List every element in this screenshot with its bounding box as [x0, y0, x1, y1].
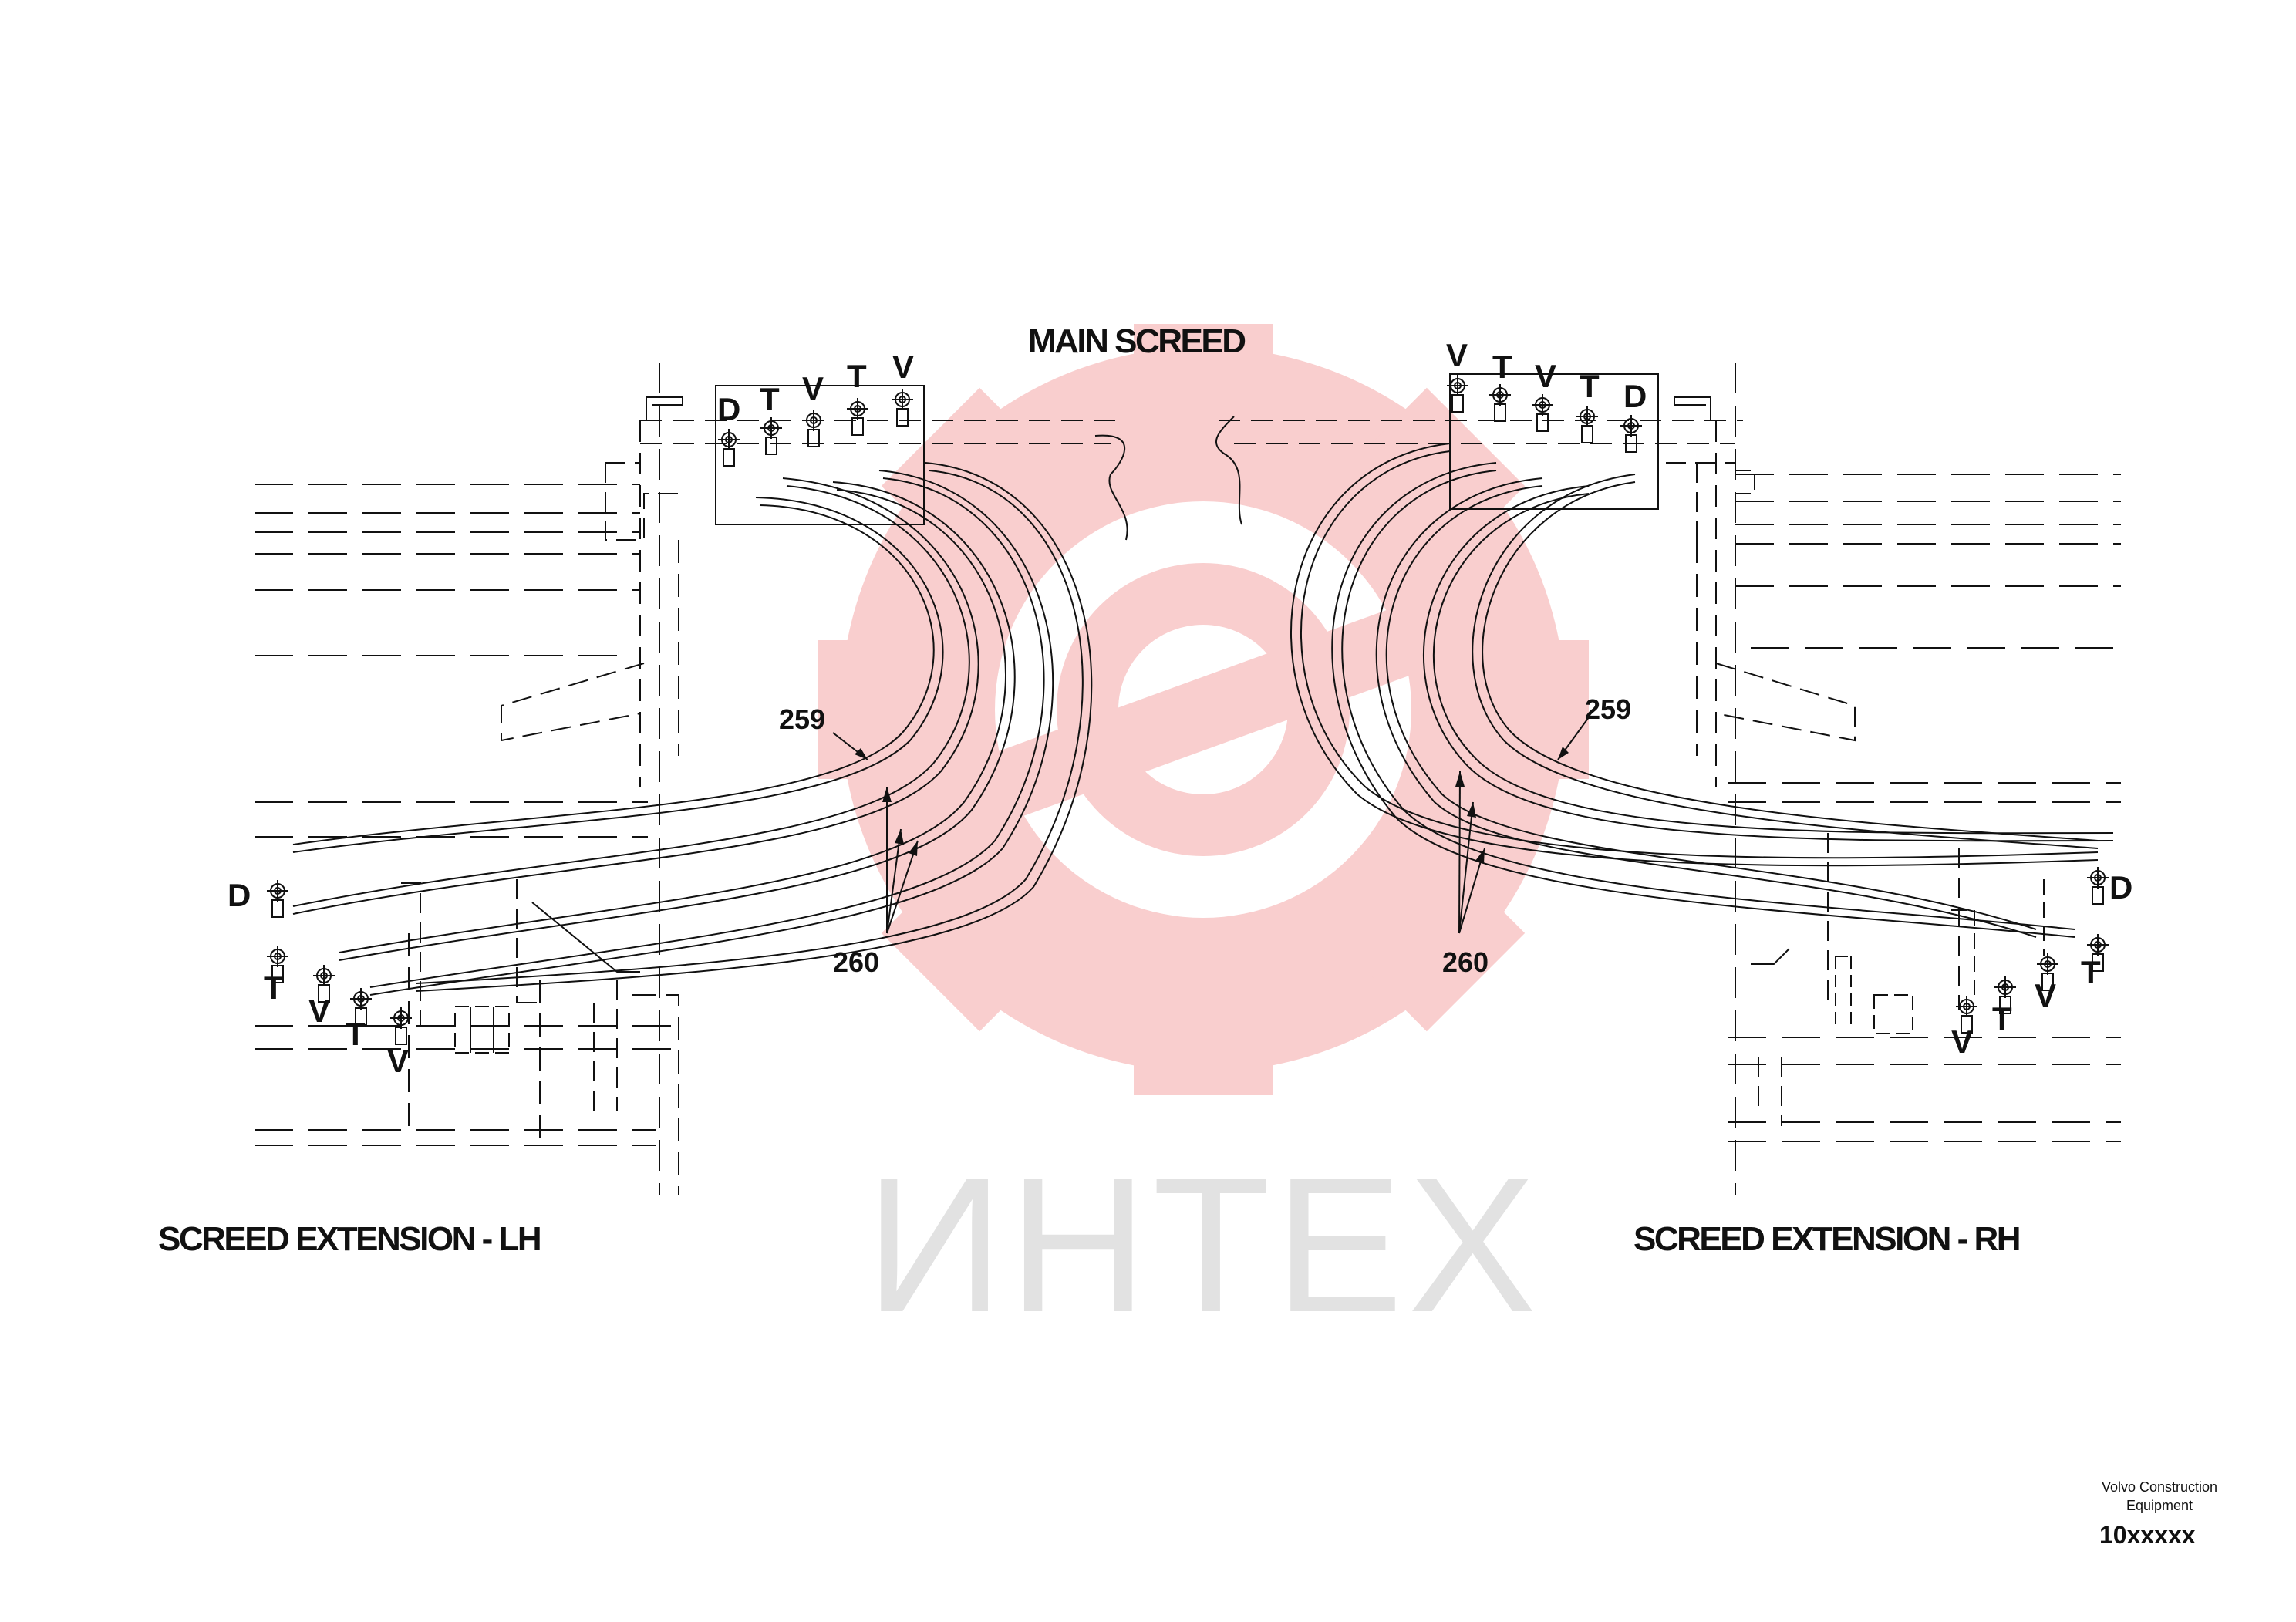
- port-label: D: [228, 877, 251, 913]
- hose-fitting-icon: [2087, 934, 2109, 972]
- hose-fitting-icon: [2087, 867, 2109, 905]
- port-label: V: [387, 1043, 409, 1079]
- port-label: D: [717, 391, 740, 427]
- hoses-left: [292, 462, 1093, 996]
- port-label: T: [760, 381, 780, 417]
- port-label: T: [1492, 349, 1512, 385]
- hose-fitting-icon: [313, 965, 335, 1003]
- port-label: T: [1580, 368, 1600, 404]
- hose-fitting-icon: [267, 946, 288, 983]
- port-label: T: [1992, 1000, 2012, 1037]
- port-label: T: [847, 358, 867, 394]
- watermark-gear-icon: [818, 324, 1589, 1095]
- port-label: V: [308, 993, 330, 1029]
- part-ref-260-right: 260: [1442, 946, 1489, 978]
- port-label: V: [802, 370, 824, 406]
- port-label: V: [1446, 337, 1468, 373]
- fittings: [267, 375, 2109, 1045]
- port-label: T: [2081, 954, 2101, 990]
- part-references: 259 260 259 260: [779, 693, 1631, 978]
- hose-fitting-icon: [1447, 375, 1468, 413]
- watermark-text: ИНТЕХ: [865, 1137, 1541, 1352]
- port-label: V: [2035, 977, 2056, 1013]
- hose-fitting-icon: [1994, 976, 2016, 1014]
- hose-fitting-icon: [2037, 953, 2058, 991]
- main-valve-block-left: [715, 385, 925, 525]
- company-name-line2: Equipment: [2126, 1498, 2193, 1513]
- hose-fitting-icon: [760, 417, 782, 455]
- hose-fitting-icon: [1489, 384, 1511, 422]
- port-label: V: [1951, 1023, 1973, 1060]
- port-label: T: [264, 969, 284, 1006]
- company-name-line1: Volvo Construction: [2101, 1479, 2218, 1495]
- hose-fitting-icon: [350, 988, 372, 1026]
- hoses-right: [1290, 443, 2114, 938]
- port-labels: D T V T V V T V T D D T V T V D T V T V: [228, 337, 2132, 1079]
- hose-fitting-icon: [1532, 394, 1553, 432]
- hose-fitting-icon: [1956, 996, 1977, 1034]
- part-ref-260-left: 260: [833, 946, 879, 978]
- drawing-code: 10xxxxx: [2099, 1521, 2196, 1549]
- part-ref-259-right: 259: [1585, 693, 1631, 725]
- hose-fitting-icon: [1620, 415, 1642, 453]
- port-label: V: [892, 349, 914, 385]
- arrowheads: [855, 747, 1569, 864]
- hose-fitting-icon: [390, 1007, 412, 1045]
- screed-extension-lh-title: SCREED EXTENSION - LH: [158, 1220, 542, 1258]
- hose-fitting-icon: [718, 429, 740, 467]
- part-ref-259-left: 259: [779, 703, 825, 735]
- hose-fitting-icon: [892, 389, 913, 427]
- hose-fitting-icon: [803, 410, 824, 447]
- port-label: T: [346, 1016, 366, 1052]
- screed-extension-rh-title: SCREED EXTENSION - RH: [1633, 1220, 2021, 1258]
- hose-fitting-icon: [847, 398, 868, 436]
- hose-fitting-icon: [1576, 406, 1598, 443]
- port-label: D: [1623, 378, 1647, 414]
- hose-fitting-icon: [267, 880, 288, 918]
- port-label: D: [2109, 869, 2132, 905]
- port-label: V: [1535, 358, 1556, 394]
- main-screed-title: MAIN SCREED: [1028, 322, 1246, 360]
- main-valve-block-right: [1449, 373, 1659, 510]
- machine-outline: [255, 363, 2121, 1195]
